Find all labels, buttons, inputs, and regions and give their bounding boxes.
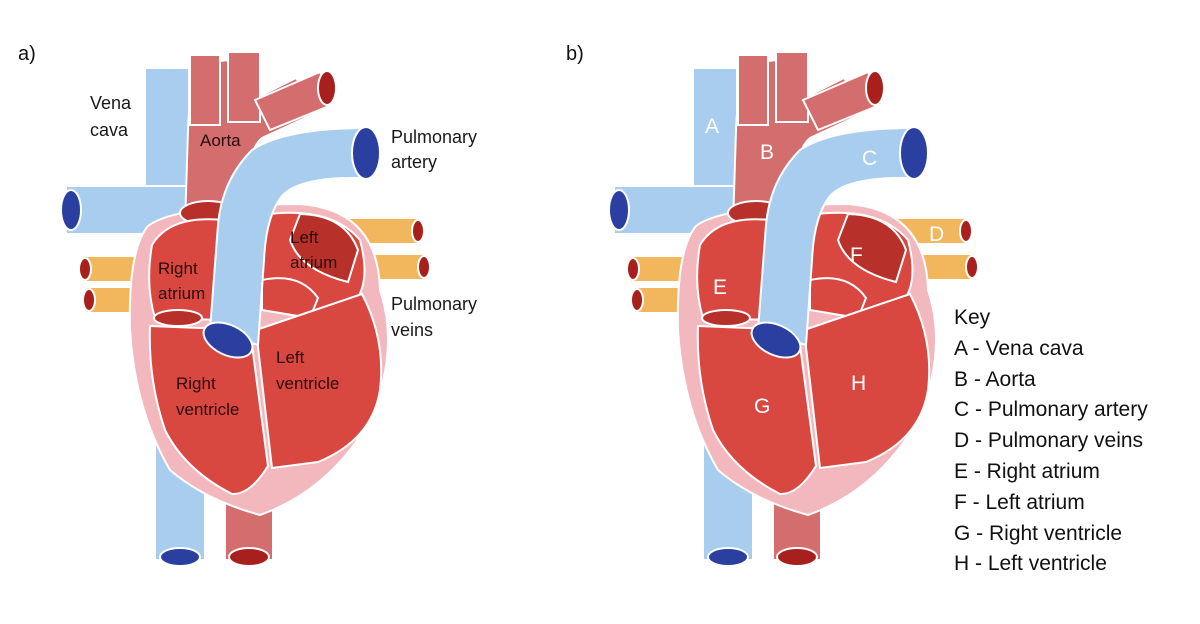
key-title: Key	[954, 306, 991, 329]
letter-g: G	[754, 395, 770, 418]
label-left-ventricle-1: Left	[276, 348, 305, 367]
letter-c: C	[862, 147, 877, 170]
letter-h: H	[851, 372, 866, 395]
label-aorta: Aorta	[200, 131, 241, 150]
label-right-ventricle-1: Right	[176, 374, 216, 393]
label-left-atrium-2: atrium	[290, 253, 337, 272]
key-item-c: C - Pulmonary artery	[954, 398, 1148, 422]
label-left-atrium-1: Left	[290, 228, 319, 247]
key-item-h: H - Left ventricle	[954, 552, 1107, 576]
label-right-atrium-1: Right	[158, 259, 198, 278]
heart-illustration-b	[608, 51, 979, 567]
key-item-b: B - Aorta	[954, 367, 1036, 391]
label-pulmonary-veins-2: veins	[391, 320, 433, 340]
label-right-atrium-2: atrium	[158, 284, 205, 303]
letter-b: B	[760, 141, 774, 164]
label-right-ventricle-2: ventricle	[176, 400, 239, 419]
letter-a: A	[705, 115, 719, 138]
letter-e: E	[713, 276, 727, 299]
letter-f: F	[850, 244, 863, 267]
key-item-e: E - Right atrium	[954, 459, 1100, 483]
key-item-a: A - Vena cava	[954, 336, 1084, 360]
label-left-ventricle-2: ventricle	[276, 374, 339, 393]
letter-d: D	[929, 223, 944, 246]
label-vena-cava-2: cava	[90, 120, 129, 140]
label-pulmonary-veins-1: Pulmonary	[391, 294, 477, 314]
label-pulmonary-artery-2: artery	[391, 152, 437, 172]
key-item-f: F - Left atrium	[954, 490, 1085, 514]
panel-a-tag: a)	[18, 43, 36, 65]
panel-b-tag: b)	[566, 43, 584, 65]
key-item-d: D - Pulmonary veins	[954, 429, 1144, 453]
key-item-g: G - Right ventricle	[954, 521, 1123, 545]
key-legend: Key A - Vena cava B - Aorta C - Pulmonar…	[954, 303, 1148, 580]
label-vena-cava-1: Vena	[90, 93, 132, 113]
label-pulmonary-artery-1: Pulmonary	[391, 127, 477, 147]
